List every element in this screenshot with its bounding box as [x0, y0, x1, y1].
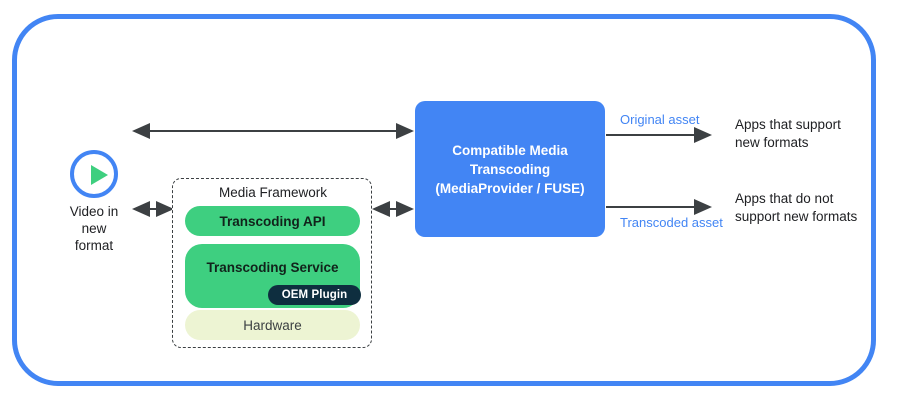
- compatible-media-transcoding-box[interactable]: Compatible Media Transcoding (MediaProvi…: [415, 101, 605, 237]
- apps-that-support-caption: Apps that support new formats: [735, 117, 841, 150]
- oem-plugin-badge[interactable]: OEM Plugin: [268, 285, 361, 305]
- video-source-caption: Video in new format: [69, 204, 119, 253]
- oem-plugin-label: OEM Plugin: [281, 289, 348, 301]
- connector-center-to-apps-support: [606, 127, 712, 143]
- hardware-box[interactable]: Hardware: [185, 310, 360, 340]
- hardware-label: Hardware: [243, 317, 302, 333]
- connector-center-to-apps-nosupport: [606, 199, 712, 215]
- transcoding-api-box[interactable]: Transcoding API: [185, 206, 360, 236]
- transcoded-asset-edge-label: Transcoded asset: [620, 215, 723, 230]
- original-asset-edge-label: Original asset: [620, 112, 700, 127]
- media-framework-title: Media Framework: [218, 185, 328, 200]
- compatible-media-transcoding-label: Compatible Media Transcoding (MediaProvi…: [435, 142, 585, 196]
- apps-that-do-not-support-caption: Apps that do not support new formats: [735, 191, 858, 224]
- connector-video-to-media-framework: [132, 201, 174, 217]
- connector-video-to-center-bypass: [132, 123, 414, 139]
- connector-media-framework-to-center: [372, 201, 414, 217]
- play-circle-icon: [70, 150, 118, 198]
- outer-frame-border: [12, 14, 876, 386]
- play-triangle-icon: [91, 165, 108, 185]
- transcoding-service-label: Transcoding Service: [206, 260, 339, 275]
- transcoding-api-label: Transcoding API: [219, 213, 326, 229]
